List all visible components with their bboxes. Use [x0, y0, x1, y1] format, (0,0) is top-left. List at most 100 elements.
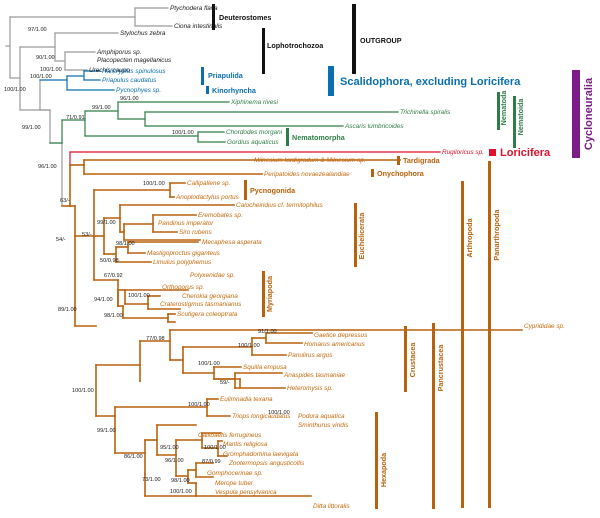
taxon-label: Podura aquatica — [298, 413, 345, 420]
support-value: 99/1.00 — [22, 125, 41, 131]
support-value: 63/- — [60, 198, 70, 204]
support-value: 100/1.00 — [4, 87, 26, 93]
support-value: 54/- — [56, 237, 66, 243]
support-value: 100/1.00 — [198, 361, 220, 367]
pancrustacea-bar — [432, 323, 435, 509]
arthropoda-label: Arthropoda — [465, 217, 474, 257]
taxon-label: Urechis caupo — [89, 67, 130, 74]
taxon-label: Ditta littoralis — [313, 503, 350, 510]
lophotrochozoa-label: Lophotrochozoa — [267, 41, 324, 50]
hexapoda-label: Hexapoda — [379, 452, 388, 487]
taxon-label: Stylochus zebra — [120, 30, 166, 37]
taxon-label: Pycnophyes sp. — [116, 87, 161, 94]
deuterostomes-bar — [212, 4, 215, 30]
taxon-label: Ciona intestinalis — [174, 23, 223, 30]
taxon-label: Chordodes morgani — [226, 129, 283, 136]
nematomorpha-label: Nematomorpha — [292, 133, 346, 142]
support-value: 90/1.00 — [36, 55, 55, 61]
taxon-label: Eremobates sp. — [198, 212, 243, 219]
taxon-label: Amphiporus sp. — [96, 49, 141, 56]
taxon-label: Anaspides tasmaniae — [283, 372, 346, 379]
support-value: 100/1.00 — [143, 181, 165, 187]
taxon-label: Gomphocerinae sp. — [207, 470, 263, 477]
support-value: 95/1.00 — [160, 445, 179, 451]
support-value: 100/1.00 — [128, 293, 150, 299]
taxon-label: Priapulus caudatus — [102, 77, 157, 84]
support-value: 100/1.00 — [268, 410, 290, 416]
support-value: 96/1.00 — [38, 164, 57, 170]
onychophora-bar — [371, 169, 374, 177]
support-value: 77/0.98 — [146, 336, 165, 342]
taxon-label: Calocheiridius cf. termitophilus — [236, 202, 323, 209]
support-value: 100/1.00 — [30, 74, 52, 80]
taxon-label: Trichinella spiralis — [400, 109, 451, 116]
taxon-label: Xiphinema rivesi — [230, 99, 278, 106]
taxon-label: Anoplodactylus portus — [175, 194, 240, 201]
support-value: 98/1.00 — [116, 241, 135, 247]
taxon-label: Halicryptus spinulosus — [102, 68, 166, 75]
taxon-label: Scutigera coleoptrata — [177, 311, 238, 318]
support-value: 100/1.00 — [204, 445, 226, 451]
nematoida-branches — [49, 101, 399, 144]
crustacea-bar — [404, 326, 407, 392]
loricifera-square — [489, 149, 496, 156]
taxon-label: Cherokia georgiana — [182, 293, 238, 300]
nematomorpha-bar — [286, 128, 289, 146]
taxon-label: Callipallene sp. — [187, 180, 230, 187]
deuterostomes-label: Deuterostomes — [219, 13, 271, 22]
taxon-label: Triops longicaudatus — [232, 413, 291, 420]
taxon-label: Orthoporus sp. — [162, 284, 204, 291]
support-value: 59/- — [220, 380, 230, 386]
taxon-label: Zootermopsis angusticollis — [228, 460, 305, 467]
support-value: 71/0.91 — [66, 115, 85, 121]
support-value: 73/1.00 — [142, 477, 161, 483]
tree-branches — [5, 7, 523, 497]
taxon-label: Mecaphesa asperata — [202, 239, 262, 246]
loricifera-branch — [69, 151, 441, 166]
support-value: 100/1.00 — [188, 402, 210, 408]
hexapoda-bar — [375, 412, 378, 509]
pycnogonida-bar — [244, 180, 247, 200]
scalidophora-bar — [328, 66, 334, 96]
taxon-label: Vespula pensylvanica — [215, 489, 277, 496]
taxon-label: Limulus polyphemus — [153, 259, 212, 266]
taxon-label: Panulirus argus — [288, 352, 333, 359]
taxon-label: Ascaris lumbricoides — [344, 123, 404, 130]
onychophora-label: Onychophora — [377, 169, 425, 178]
taxon-label: Milnesium tardigradum & Milnesium sp. — [254, 157, 366, 164]
support-value: 99/1.00 — [97, 428, 116, 434]
panarthropoda-bar — [488, 161, 491, 508]
support-value: 94/1.00 — [94, 297, 113, 303]
panarthropoda-branches — [61, 159, 523, 497]
cycloneuralia-bar — [572, 70, 580, 158]
support-value: 98/1.00 — [104, 313, 123, 319]
support-value: 100/1.00 — [238, 343, 260, 349]
support-value: 99/1.00 — [97, 220, 116, 226]
support-value: 98/1.00 — [171, 478, 190, 484]
support-value: 97/1.00 — [28, 27, 47, 33]
outgroup-label: OUTGROUP — [360, 36, 402, 45]
support-value: 99/1.00 — [92, 105, 111, 111]
priapulida-bar — [201, 67, 204, 85]
priapulida-label: Priapulida — [208, 71, 244, 80]
kinorhyncha-bar — [206, 86, 209, 94]
taxon-label: Placopecten magellanicus — [97, 57, 172, 64]
taxon-label: Ptychodera flava — [170, 5, 218, 12]
myriapoda-label: Myriapoda — [265, 275, 274, 312]
taxon-label: Craterostigmus tasmanianus — [160, 301, 242, 308]
nematoida-label: Nematoida — [516, 98, 525, 136]
taxon-label: Mastigoproctus giganteus — [147, 250, 221, 257]
support-value: 100/1.00 — [72, 388, 94, 394]
pycnogonida-label: Pycnogonida — [250, 186, 296, 195]
taxon-label: Polyxenidae sp. — [190, 272, 235, 279]
cycloneuralia-label: Cycloneuralia — [583, 77, 595, 150]
taxon-label: Squilla empusa — [243, 364, 287, 371]
taxon-labels: Ptychodera flava Ciona intestinalis Styl… — [89, 5, 565, 510]
pancrustacea-label: Pancrustacea — [436, 344, 445, 392]
taxon-label: Siro rubens — [179, 229, 212, 236]
support-value: 96/1.00 — [120, 96, 139, 102]
loricifera-label: Loricifera — [500, 147, 551, 159]
crustacea-label: Crustacea — [408, 342, 417, 378]
arthropoda-bar — [461, 181, 464, 508]
